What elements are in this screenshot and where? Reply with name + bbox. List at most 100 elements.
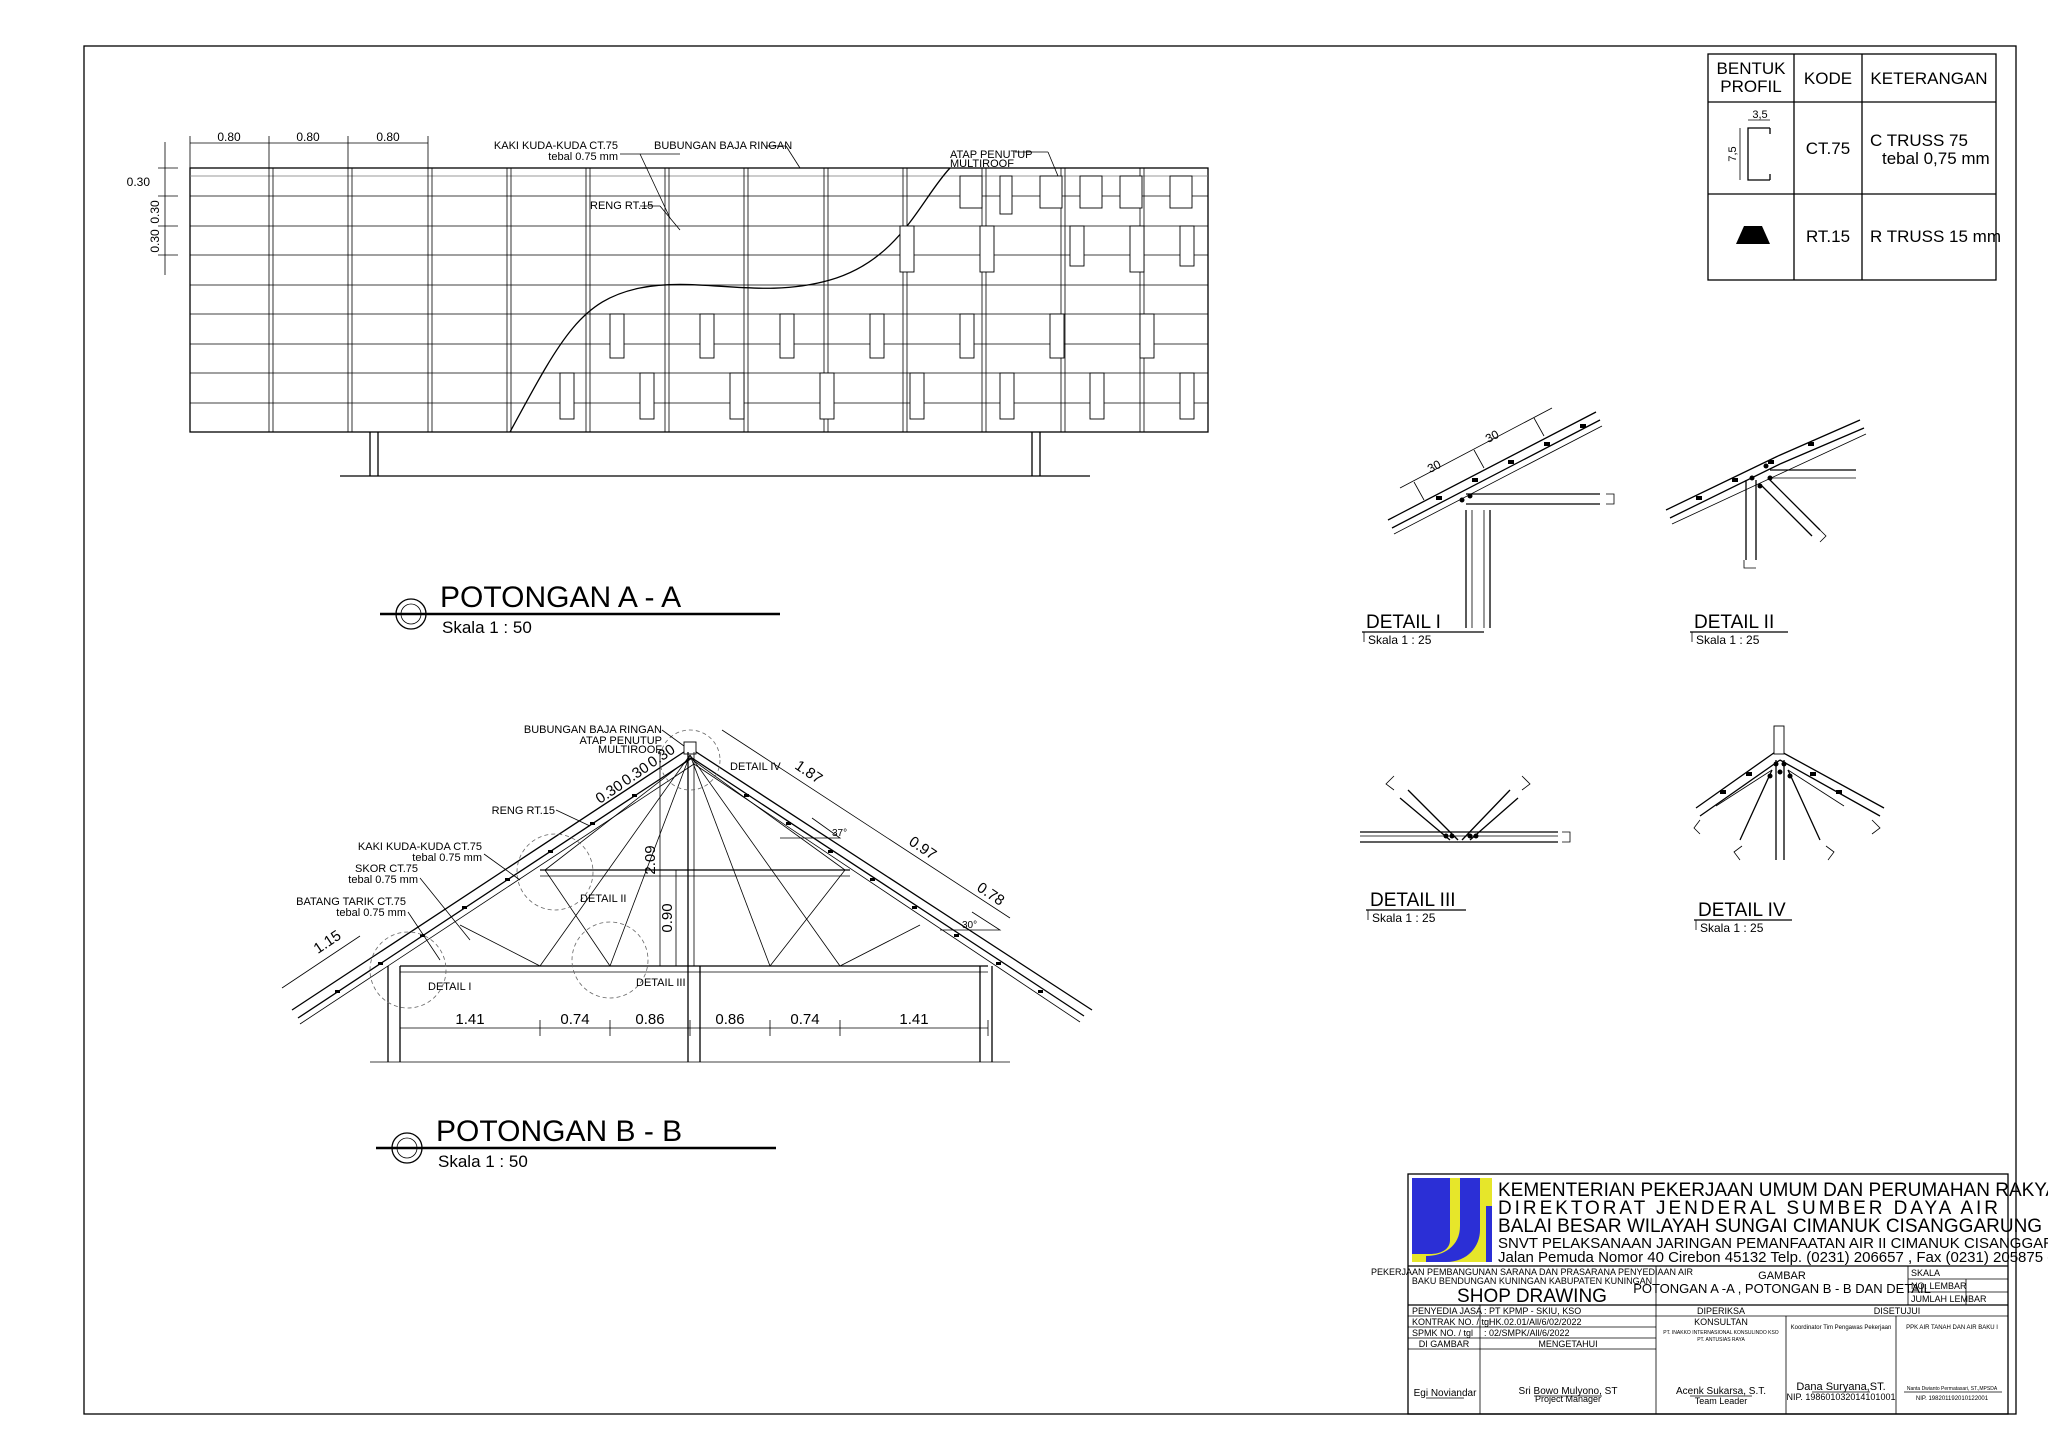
section-b-drawing: 1.41 0.74 0.86 0.86 0.74 1.41 2.09 0.90 … xyxy=(281,724,1093,1171)
dim-a-vertical-1: 0.30 xyxy=(127,175,151,189)
section-a-title: POTONGAN A - A xyxy=(440,581,681,614)
table-header-kode: KODE xyxy=(1804,69,1852,88)
gambar-value: POTONGAN A -A , POTONGAN B - B DAN DETAI… xyxy=(1633,1281,1931,1296)
label-b-batang: BATANG TARIK CT.75 xyxy=(296,896,406,908)
label-a-bubungan: BUBUNGAN BAJA RINGAN xyxy=(654,140,792,152)
label-a-reng: RENG RT.15 xyxy=(590,200,653,212)
rt15-profile-shape xyxy=(1736,226,1770,244)
dim-b-angle-2: 30° xyxy=(962,920,977,931)
detail-2-drawing: DETAIL II Skala 1 : 25 xyxy=(1665,419,1867,647)
gambar-label: GAMBAR xyxy=(1758,1270,1806,1282)
section-b-labels: BUBUNGAN BAJA RINGAN ATAP PENUTUP MULTIR… xyxy=(296,724,781,993)
ct75-desc-1: C TRUSS 75 xyxy=(1870,131,1968,150)
section-a-spacing-dims: 0.80 0.80 0.80 xyxy=(189,130,429,168)
signature-5-nip: NIP. 198201192010122001 xyxy=(1916,1396,1989,1402)
detail-2-title: DETAIL II xyxy=(1694,612,1774,633)
signature-3-name: Acenk Sukarsa, S.T. xyxy=(1676,1386,1766,1397)
skala-label: SKALA xyxy=(1911,1268,1940,1278)
label-b-batang-sub: tebal 0.75 mm xyxy=(336,907,406,919)
table-header-profil: PROFIL xyxy=(1720,77,1781,96)
dim-a-spacing-3: 0.80 xyxy=(376,130,400,144)
label-b-detail-4: DETAIL IV xyxy=(730,761,781,773)
dim-b-top-a: 0.30 xyxy=(593,777,627,807)
dim-b-bottom-5: 0.74 xyxy=(790,1011,819,1028)
section-a-supports xyxy=(340,432,1090,477)
section-b-bottom-dims: 1.41 0.74 0.86 0.86 0.74 1.41 xyxy=(399,1011,989,1036)
label-b-skor-sub: tebal 0.75 mm xyxy=(348,874,418,886)
label-b-kaki: KAKI KUDA-KUDA CT.75 xyxy=(358,841,482,853)
section-b-detail-circles xyxy=(369,729,721,1009)
project-name-2: BAKU BENDUNGAN KUNINGAN KABUPATEN KUNING… xyxy=(1412,1276,1652,1286)
dim-a-vertical-2: 0.30 xyxy=(148,200,162,224)
penyedia-value: : PT KPMP - SKIU, KSO xyxy=(1484,1306,1581,1316)
project-name-1: PEKERJAAN PEMBANGUNAN SARANA DAN PRASARA… xyxy=(1371,1267,1694,1277)
detail-4-drawing: DETAIL IV Skala 1 : 25 xyxy=(1693,725,1885,935)
detail-3-drawing: DETAIL III Skala 1 : 25 xyxy=(1360,775,1571,925)
ct75-desc-2: tebal 0,75 mm xyxy=(1882,149,1990,168)
kontrak-label: KONTRAK NO. / tgl xyxy=(1412,1317,1491,1327)
org-name-1: KEMENTERIAN PEKERJAAN UMUM DAN PERUMAHAN… xyxy=(1498,1180,2048,1201)
section-b-ridge xyxy=(683,741,697,755)
dim-b-bottom-3: 0.86 xyxy=(635,1011,664,1028)
signature-3-role: Team Leader xyxy=(1695,1396,1748,1406)
label-b-atap-sub: MULTIROOF xyxy=(598,744,662,756)
detail-4-scale: Skala 1 : 25 xyxy=(1700,921,1764,935)
section-b-title-block: POTONGAN B - B Skala 1 : 50 xyxy=(376,1115,776,1171)
detail-3-title: DETAIL III xyxy=(1370,890,1456,911)
detail-1-title: DETAIL I xyxy=(1366,612,1441,633)
section-b-roof-slopes xyxy=(291,747,1093,1025)
konsultan-label: KONSULTAN xyxy=(1694,1317,1748,1327)
section-a-reng-lines xyxy=(190,175,1208,404)
section-a-vertical-dims: 0.30 0.30 0.30 xyxy=(127,142,178,275)
ct75-dim-width: 3,5 xyxy=(1752,109,1767,121)
detail-2-scale: Skala 1 : 25 xyxy=(1696,633,1760,647)
section-b-title: POTONGAN B - B xyxy=(436,1115,682,1148)
detail-1-drawing: 30 30 DETAIL I Skala 1 : 25 xyxy=(1362,407,1615,647)
label-b-detail-2: DETAIL II xyxy=(580,893,626,905)
dim-b-top-b: 0.30 xyxy=(619,759,653,789)
disetujui-label: DISETUJUI xyxy=(1874,1306,1921,1316)
label-b-skor: SKOR CT.75 xyxy=(355,863,418,875)
ministry-logo xyxy=(1412,1178,1492,1262)
no-lembar-label: NO. LEMBAR xyxy=(1911,1281,1967,1291)
label-a-kaki-sub: tebal 0.75 mm xyxy=(548,151,618,163)
label-b-detail-1: DETAIL I xyxy=(428,981,471,993)
dim-b-right-1: 1.87 xyxy=(792,757,826,787)
table-header-keterangan: KETERANGAN xyxy=(1870,69,1987,88)
koordinator-label: Koordinator Tim Pengawas Pekerjaan xyxy=(1791,1325,1892,1331)
dim-b-height-lower: 0.90 xyxy=(659,903,676,932)
detail-3-scale: Skala 1 : 25 xyxy=(1372,911,1436,925)
label-a-atap: ATAP PENUTUP xyxy=(950,149,1033,161)
detail-1-dim-b: 30 xyxy=(1483,427,1502,446)
section-a-labels: KAKI KUDA-KUDA CT.75 tebal 0.75 mm BUBUN… xyxy=(494,140,1059,231)
ct75-code: CT.75 xyxy=(1806,139,1850,158)
dim-a-spacing-1: 0.80 xyxy=(217,130,241,144)
rt15-desc: R TRUSS 15 mm xyxy=(1870,227,2001,246)
detail-1-dim-a: 30 xyxy=(1425,457,1444,476)
section-a-roof-frame xyxy=(189,167,1209,433)
dim-b-right-2: 0.97 xyxy=(906,833,940,863)
rt15-code: RT.15 xyxy=(1806,227,1850,246)
section-b-truss xyxy=(400,752,988,973)
jumlah-lembar-label: JUMLAH LEMBAR xyxy=(1911,1294,1987,1304)
section-b-reng-marks xyxy=(335,794,1043,993)
signature-2-name: Sri Bowo Mulyono, ST xyxy=(1519,1386,1618,1397)
signature-1-name: Egi Noviandar xyxy=(1414,1388,1477,1399)
drawing-type: SHOP DRAWING xyxy=(1457,1286,1607,1307)
signature-4-nip: NIP. 198601032014101001 xyxy=(1787,1392,1896,1402)
section-b-scale: Skala 1 : 50 xyxy=(438,1152,528,1171)
digambar-label: DI GAMBAR xyxy=(1419,1339,1470,1349)
section-a-title-block: POTONGAN A - A Skala 1 : 50 xyxy=(380,581,780,637)
dim-b-bottom-2: 0.74 xyxy=(560,1011,589,1028)
org-address: Jalan Pemuda Nomor 40 Cirebon 45132 Telp… xyxy=(1498,1249,2048,1266)
mengetahui-label: MENGETAHUI xyxy=(1538,1339,1597,1349)
section-a-scale: Skala 1 : 50 xyxy=(442,618,532,637)
table-header-bentuk: BENTUK xyxy=(1717,59,1787,78)
ct75-dim-height: 7,5 xyxy=(1727,146,1739,161)
section-a-rafters xyxy=(268,168,1145,432)
ct75-profile-shape xyxy=(1747,127,1770,181)
ppk-label: PPK AIR TANAH DAN AIR BAKU I xyxy=(1906,1325,1998,1331)
dim-a-spacing-2: 0.80 xyxy=(296,130,320,144)
section-a-tiles xyxy=(559,175,1195,420)
